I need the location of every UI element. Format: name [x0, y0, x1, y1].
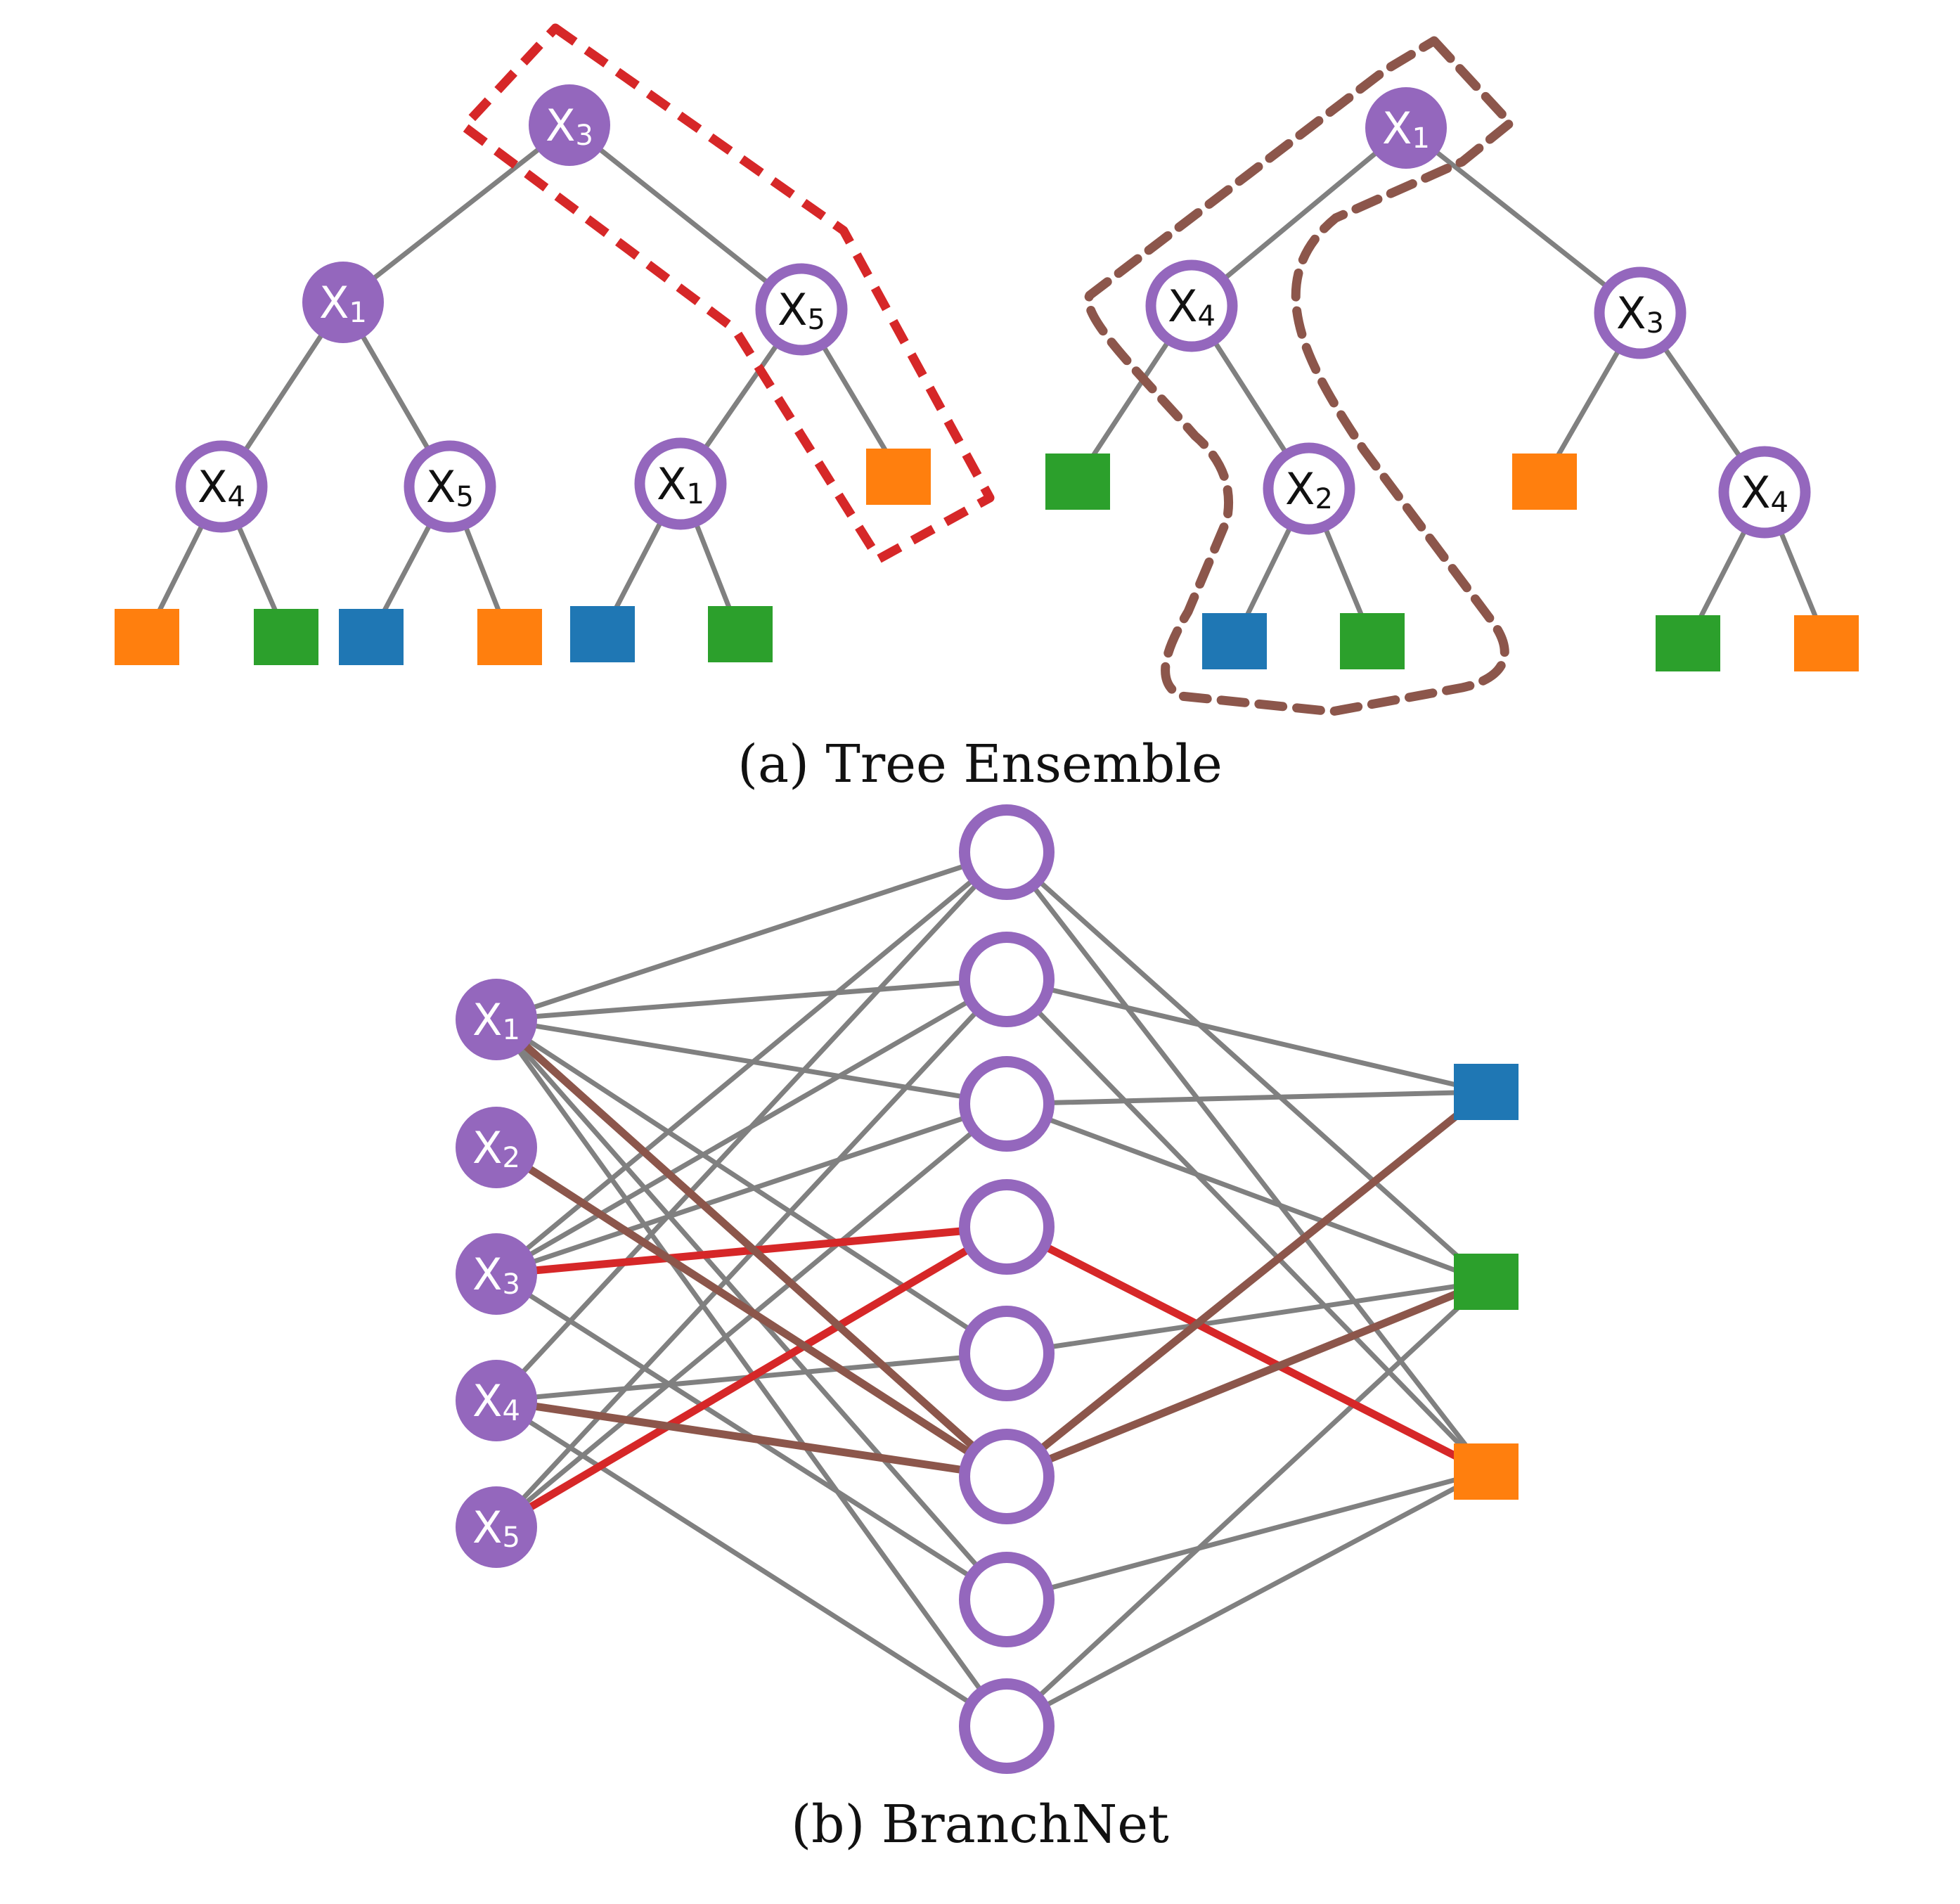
tree2-left-right-node: X2 — [1263, 442, 1355, 535]
input-node-x3: X3 — [456, 1233, 537, 1315]
tree2-leaf — [1202, 613, 1267, 669]
output-node — [1454, 1064, 1519, 1120]
svg-text:X4: X4 — [1741, 467, 1788, 519]
svg-text:X5: X5 — [426, 461, 474, 513]
input-node-x4: X4 — [456, 1360, 537, 1441]
branchnet: X1 X2 X3 X4 X5 — [456, 804, 1519, 1855]
branchnet-input-nodes: X1 X2 X3 X4 X5 — [456, 979, 537, 1568]
tree2-leaf — [1340, 613, 1405, 669]
hidden-node — [959, 804, 1055, 900]
svg-text:X1: X1 — [1382, 103, 1430, 155]
svg-text:X3: X3 — [546, 100, 593, 152]
tree2-leaf — [1794, 615, 1859, 671]
caption-a: (a) Tree Ensemble — [737, 734, 1223, 795]
svg-text:X3: X3 — [472, 1249, 520, 1301]
hidden-node — [959, 1179, 1055, 1275]
tree1-left-node: X1 — [302, 262, 384, 343]
output-node — [1454, 1254, 1519, 1310]
tree1-leaf — [339, 609, 404, 665]
tree-ensemble: X3 X1 X5 X4 X5 X1 — [115, 23, 1859, 795]
caption-b: (b) BranchNet — [791, 1794, 1169, 1855]
svg-text:X1: X1 — [319, 277, 367, 329]
svg-text:X5: X5 — [472, 1502, 520, 1554]
hidden-node — [959, 1056, 1055, 1152]
tree1-red-path-highlight — [459, 23, 995, 564]
svg-text:X1: X1 — [472, 994, 520, 1046]
svg-text:X4: X4 — [198, 461, 245, 513]
svg-text:X5: X5 — [778, 284, 825, 336]
hidden-node — [959, 932, 1055, 1027]
tree2-left-node: X4 — [1145, 259, 1238, 352]
tree1-nodes: X3 X1 X5 X4 X5 X1 — [175, 84, 848, 533]
tree2-root-node: X1 — [1365, 87, 1447, 169]
hidden-node — [959, 1552, 1055, 1647]
tree1-leaf — [708, 606, 773, 662]
tree1-leaf — [570, 606, 635, 662]
tree2-right-node: X3 — [1594, 266, 1687, 359]
tree1-root-node: X3 — [529, 84, 610, 166]
svg-text:X4: X4 — [1168, 281, 1216, 333]
hidden-node — [959, 1678, 1055, 1774]
input-node-x5: X5 — [456, 1486, 537, 1568]
tree1-leaf — [866, 449, 931, 505]
tree2-leaf — [1656, 615, 1720, 671]
tree1-leaf — [477, 609, 542, 665]
input-node-x2: X2 — [456, 1107, 537, 1188]
tree1-leaves — [115, 449, 931, 665]
tree2-leaf — [1045, 454, 1110, 510]
tree2-right-right-node: X4 — [1718, 446, 1811, 539]
branchnet-hidden-nodes — [959, 804, 1055, 1774]
svg-text:X2: X2 — [472, 1122, 520, 1174]
input-node-x1: X1 — [456, 979, 537, 1060]
output-node — [1454, 1443, 1519, 1500]
tree2-brown-path-highlight — [1083, 36, 1515, 716]
svg-text:X3: X3 — [1616, 288, 1664, 340]
tree2-leaves — [1045, 454, 1859, 671]
svg-text:X4: X4 — [472, 1375, 520, 1427]
tree1-right-node: X5 — [755, 263, 848, 356]
tree1-leaf — [254, 609, 318, 665]
tree1-right-left-node: X1 — [634, 437, 727, 530]
tree1-leaf — [115, 609, 179, 665]
svg-text:X1: X1 — [657, 458, 704, 510]
svg-text:X2: X2 — [1285, 463, 1333, 515]
hidden-node — [959, 1429, 1055, 1524]
hidden-node — [959, 1306, 1055, 1401]
tree1-left-left-node: X4 — [175, 440, 268, 533]
tree2-nodes: X1 X4 X3 X2 X4 — [1145, 87, 1811, 539]
branchnet-brown-path — [492, 1015, 1490, 1481]
tree1-edges — [143, 122, 903, 640]
tree1-left-right-node: X5 — [404, 440, 496, 533]
branchnet-output-nodes — [1454, 1064, 1519, 1500]
tree2-leaf — [1512, 454, 1577, 510]
